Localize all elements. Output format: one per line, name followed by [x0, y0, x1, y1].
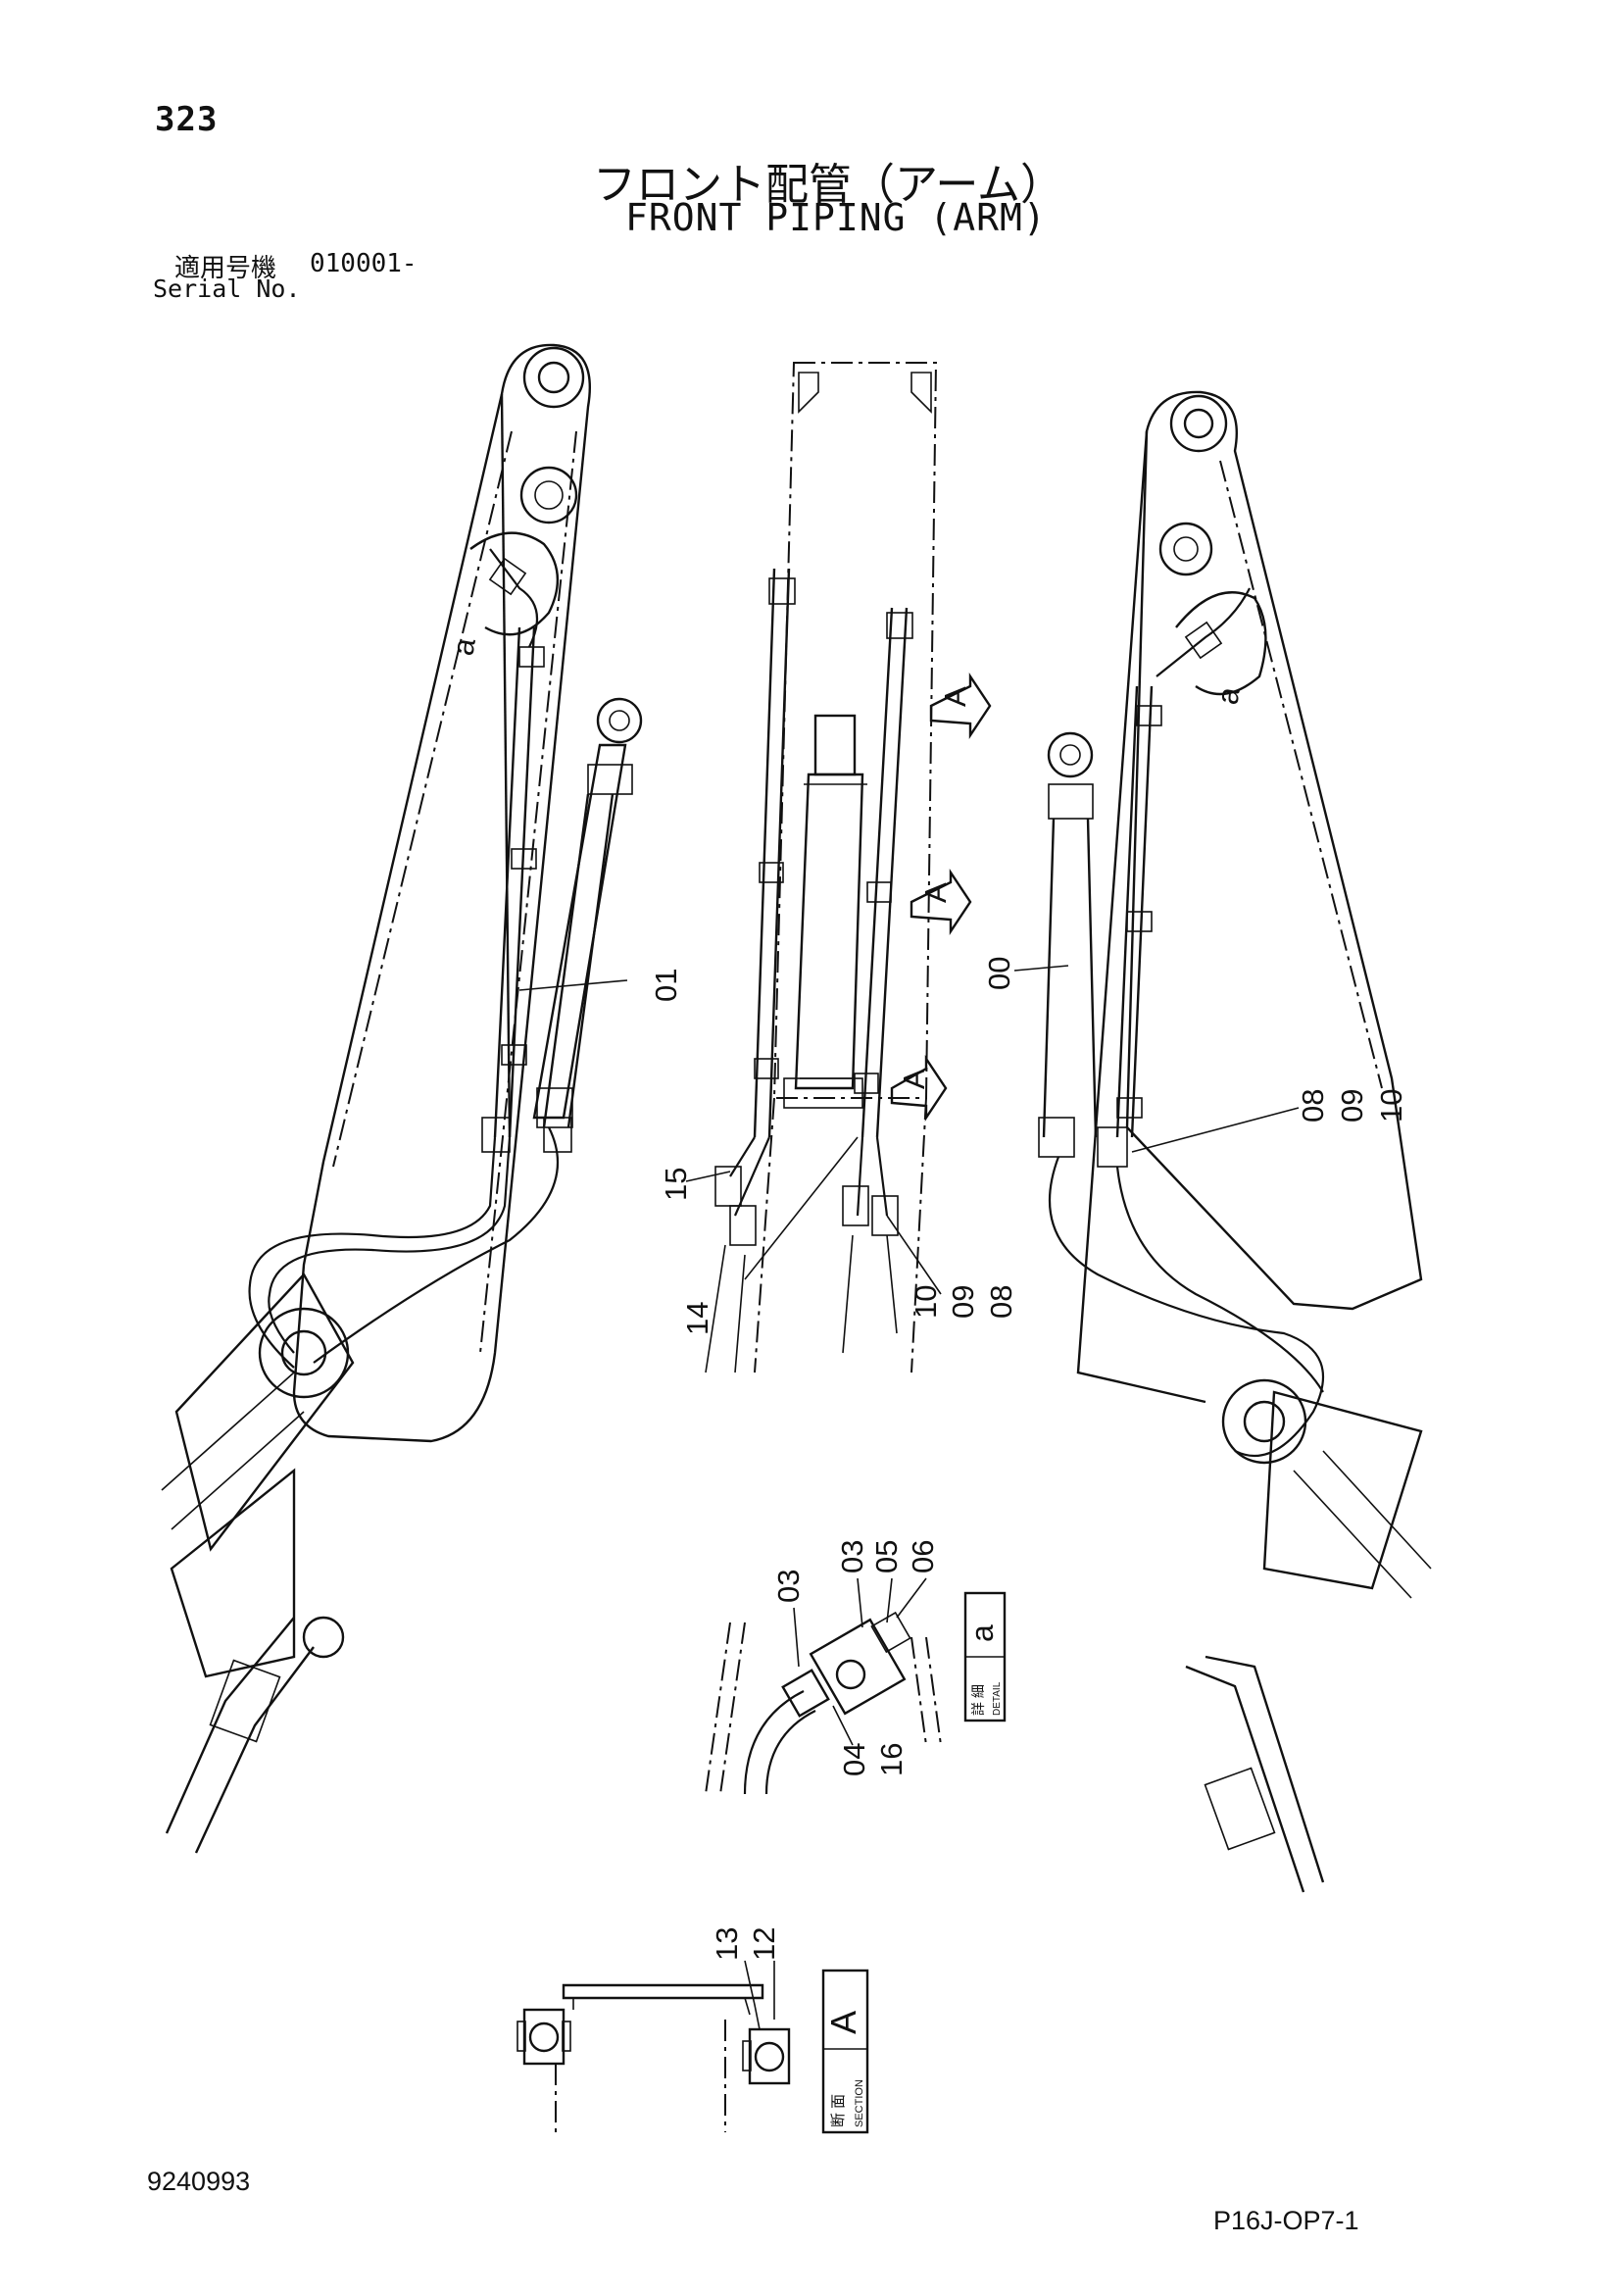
callout-part-10-right: 10	[1374, 1089, 1408, 1123]
callout-part-01: 01	[649, 969, 683, 1002]
callout-view-a-top: A	[938, 686, 972, 707]
view-arrow-mid	[910, 869, 972, 935]
callout-view-a-mid: A	[918, 882, 953, 903]
left-arm-assembly: a 01	[161, 343, 683, 1854]
page-number: 323	[155, 100, 219, 139]
section-part-12: 12	[747, 1927, 781, 1961]
serial-number-value: 010001-	[310, 249, 418, 278]
callout-part-09-center: 09	[946, 1285, 980, 1319]
callout-detail-a-left: a	[445, 634, 482, 658]
section-box-english: SECTION	[854, 2079, 865, 2127]
section-box-letter: A	[823, 2011, 863, 2034]
center-arm-view: A A A 15 14 10 09 08	[659, 362, 1018, 1373]
callout-part-08-right: 08	[1296, 1089, 1330, 1123]
serial-label-japanese: 適用号機	[174, 254, 277, 283]
detail-a-inset: 03 03 05 06 04 16 a 詳 細 DETAIL	[705, 1540, 1007, 1795]
section-box-japanese: 断 面	[830, 2094, 847, 2127]
page-title-english: FRONT PIPING (ARM)	[625, 196, 1047, 239]
callout-part-08-center: 08	[984, 1285, 1018, 1319]
document-number: 9240993	[147, 2167, 251, 2196]
detail-box-english: DETAIL	[992, 1681, 1003, 1716]
detail-part-03-left: 03	[771, 1570, 806, 1603]
callout-part-14: 14	[680, 1302, 714, 1335]
detail-box-japanese: 詳 細	[970, 1684, 986, 1716]
section-a-inset: 13 12 A 断 面 SECTION	[516, 1927, 869, 2137]
detail-box-letter: a	[964, 1624, 1000, 1642]
footer-code: P16J-OP7-1	[1213, 2206, 1359, 2235]
view-arrow-top	[929, 673, 992, 739]
callout-view-a-low: A	[897, 1069, 931, 1089]
section-part-13: 13	[710, 1927, 744, 1961]
serial-label-english: Serial No.	[153, 275, 301, 303]
callout-part-09-right: 09	[1335, 1089, 1369, 1123]
callout-detail-a-right: a	[1209, 683, 1247, 707]
detail-part-16: 16	[874, 1743, 909, 1776]
section-label-box	[821, 1969, 869, 2134]
page-title-japanese: フロント配管（アーム）	[593, 160, 1064, 210]
right-arm-assembly: a 00 08 09 10	[982, 390, 1432, 1893]
callout-part-15: 15	[659, 1168, 693, 1201]
callout-part-00: 00	[982, 957, 1016, 990]
callout-part-10-center: 10	[909, 1285, 943, 1319]
detail-part-05: 05	[869, 1540, 904, 1573]
detail-part-03-top: 03	[835, 1540, 869, 1573]
detail-part-04: 04	[837, 1743, 871, 1776]
view-arrow-low	[890, 1055, 948, 1122]
detail-part-06: 06	[906, 1540, 940, 1573]
